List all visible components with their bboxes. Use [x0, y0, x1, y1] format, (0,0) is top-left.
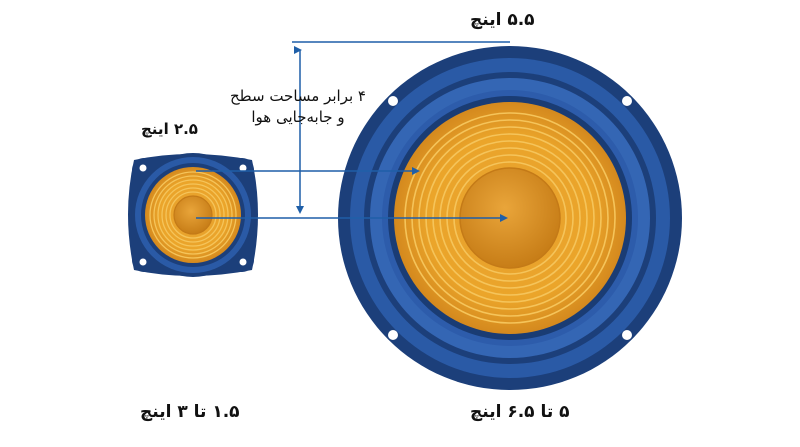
ratio-annotation-line1: ۴ برابر مساحت سطح [230, 87, 366, 105]
ratio-annotation-line2: و جابه‌جایی هوا [251, 108, 345, 126]
comparison-arrows [196, 41, 510, 222]
large-speaker-range-label: ۵ تا ۶.۵ اینچ [470, 402, 570, 422]
large-speaker-size-label: ۵.۵ اینچ [470, 10, 535, 30]
small-speaker-size-label: ۲.۵ اینچ [141, 120, 198, 138]
cone-ridge [153, 175, 233, 255]
small-woofer-icon [128, 153, 258, 277]
cone-ridge [165, 187, 221, 243]
small-speaker-range-label: ۱.۵ تا ۳ اینچ [140, 402, 240, 422]
cone-ridge [157, 179, 229, 251]
cone-ridge [149, 171, 237, 259]
cone-ridge [169, 191, 217, 239]
large-woofer-icon [338, 46, 682, 390]
ratio-annotation: ۴ برابر مساحت سطح و جابه‌جایی هوا [230, 86, 366, 128]
cone-ridge [161, 183, 225, 247]
